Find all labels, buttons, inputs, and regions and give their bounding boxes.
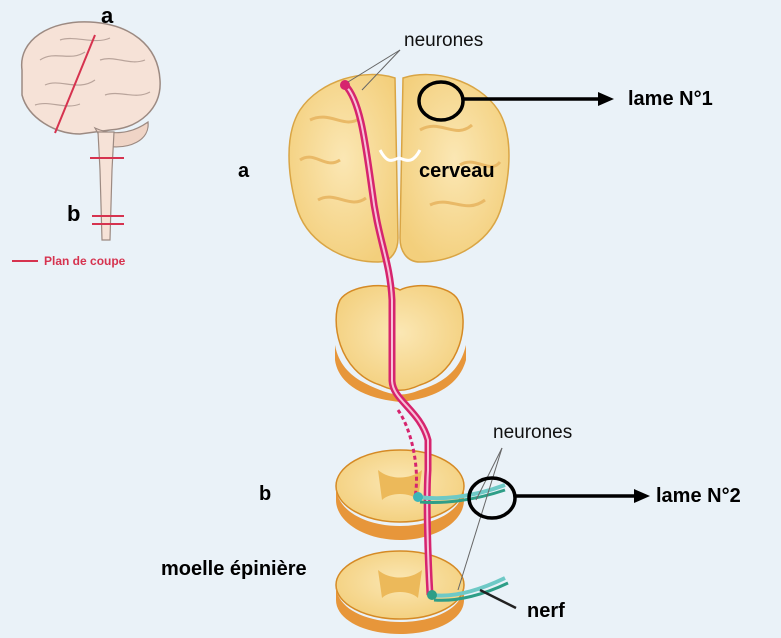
brainstem-section <box>335 286 466 402</box>
label-nerf: nerf <box>527 600 565 623</box>
label-neurones-top: neurones <box>404 30 483 52</box>
neuron-cell-body-upper <box>413 492 423 502</box>
label-neurones-bottom: neurones <box>493 422 572 444</box>
label-b: b <box>259 483 271 506</box>
lame2-pointer <box>469 478 650 518</box>
spinal-cord-section-lower <box>336 551 464 634</box>
lame1-arrowhead <box>598 92 614 106</box>
label-cerveau: cerveau <box>419 160 495 183</box>
inset-brain-illustration <box>22 22 160 240</box>
label-lame-1: lame N°1 <box>628 88 713 111</box>
inset-label-a: a <box>101 3 113 29</box>
spinal-cord-section-upper <box>336 450 464 540</box>
label-moelle-epiniere: moelle épinière <box>161 558 307 581</box>
neuron-cell-body-lower <box>427 590 437 600</box>
legend-plan-de-coupe: Plan de coupe <box>44 254 125 268</box>
inset-label-b: b <box>67 201 80 227</box>
lame2-arrowhead <box>634 489 650 503</box>
label-a: a <box>238 160 249 183</box>
label-lame-2: lame N°2 <box>656 485 741 508</box>
